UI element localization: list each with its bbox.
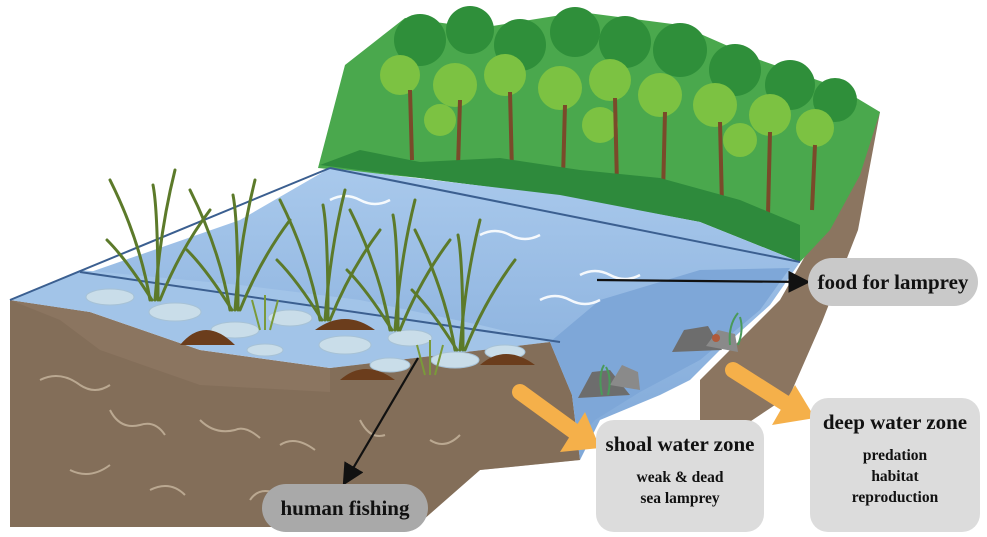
deep-water-zone-box: deep water zone predation habitat reprod… bbox=[810, 398, 980, 532]
mud-mounds bbox=[180, 319, 535, 380]
reed-grass bbox=[251, 295, 444, 376]
reeds bbox=[105, 168, 517, 352]
shoal-zone-line: sea lamprey bbox=[640, 490, 720, 507]
lily-pads bbox=[85, 288, 526, 373]
forest bbox=[318, 6, 880, 262]
shoal-zone-title: shoal water zone bbox=[605, 432, 755, 456]
deep-zone-line: reproduction bbox=[851, 489, 939, 506]
shoal-zone-arrow bbox=[512, 384, 600, 452]
deep-zone-line: predation bbox=[862, 447, 928, 464]
deep-zone-title: deep water zone bbox=[822, 410, 968, 434]
rocks-deep bbox=[672, 312, 743, 352]
water-ripples bbox=[329, 194, 641, 306]
deep-zone-arrow bbox=[725, 362, 815, 425]
rocks-shoal bbox=[578, 364, 640, 398]
human-fishing-pointer-arrow bbox=[342, 357, 419, 486]
food-for-lamprey-label: food for lamprey bbox=[808, 258, 978, 306]
shoal-zone-line: weak & dead bbox=[636, 469, 724, 486]
human-fishing-label: human fishing bbox=[262, 484, 428, 532]
deep-zone-line: habitat bbox=[871, 468, 919, 485]
food-pointer-arrow bbox=[596, 270, 811, 293]
shoal-water-zone-box: shoal water zone weak & dead sea lamprey bbox=[596, 420, 764, 532]
deep-water-slope bbox=[550, 268, 790, 440]
